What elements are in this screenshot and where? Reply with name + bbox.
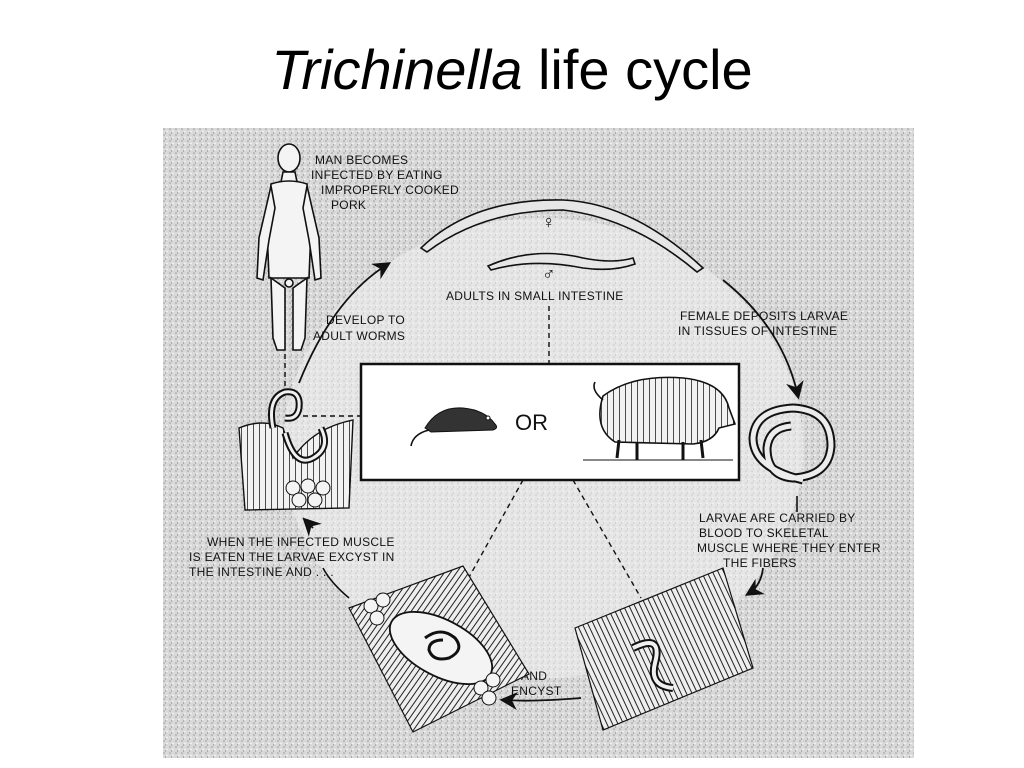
- svg-text:IN TISSUES OF INTESTINE: IN TISSUES OF INTESTINE: [678, 324, 837, 338]
- svg-text:DEVELOP TO: DEVELOP TO: [326, 313, 405, 327]
- svg-text:ADULT WORMS: ADULT WORMS: [313, 329, 405, 343]
- develop-label: DEVELOP TO ADULT WORMS: [313, 313, 405, 343]
- male-symbol: ♂: [542, 264, 556, 284]
- svg-text:PORK: PORK: [331, 198, 366, 212]
- cycle-arrow-bottom-left: [322, 567, 350, 599]
- svg-text:IS EATEN THE LARVAE EXCYST IN: IS EATEN THE LARVAE EXCYST IN: [189, 550, 395, 564]
- dashed-connectors: [284, 306, 642, 599]
- svg-text:LARVAE ARE CARRIED BY: LARVAE ARE CARRIED BY: [699, 511, 856, 525]
- svg-text:WHEN THE INFECTED MUSCLE: WHEN THE INFECTED MUSCLE: [207, 535, 395, 549]
- to-muscle-arrow: [744, 567, 765, 596]
- life-cycle-diagram: MAN BECOMES INFECTED BY EATING IMPROPERL…: [163, 128, 914, 758]
- female-deposits-arrow: [722, 279, 804, 400]
- svg-text:THE FIBERS: THE FIBERS: [723, 556, 797, 570]
- svg-text:FEMALE DEPOSITS LARVAE: FEMALE DEPOSITS LARVAE: [680, 309, 848, 323]
- svg-text:ENCYST: ENCYST: [511, 684, 562, 698]
- slide-title-italic: Trichinella: [271, 38, 523, 101]
- or-label: OR: [515, 410, 548, 435]
- adult-worms: ♀ ♂: [419, 199, 705, 284]
- man-label: MAN BECOMES INFECTED BY EATING IMPROPERL…: [311, 153, 459, 212]
- coiled-larva: [748, 403, 836, 485]
- pig-icon: [583, 376, 737, 461]
- adults-label: ADULTS IN SMALL INTESTINE: [446, 289, 624, 303]
- svg-text:IMPROPERLY COOKED: IMPROPERLY COOKED: [321, 183, 459, 197]
- develop-arrow: [298, 262, 392, 384]
- encyst-arrow: [499, 691, 582, 710]
- svg-text:MUSCLE WHERE THEY ENTER: MUSCLE WHERE THEY ENTER: [697, 541, 881, 555]
- infected-muscle-label: WHEN THE INFECTED MUSCLE IS EATEN THE LA…: [189, 535, 395, 579]
- svg-text:INFECTED BY EATING: INFECTED BY EATING: [311, 168, 443, 182]
- svg-text:BLOOD TO SKELETAL: BLOOD TO SKELETAL: [699, 526, 829, 540]
- man-figure: [256, 143, 322, 351]
- rat-icon: [410, 407, 498, 447]
- to-intestine-arrow: [302, 517, 322, 537]
- intestine-tissue-with-larva: [238, 388, 354, 511]
- muscle-fibers-with-larva: [574, 567, 754, 731]
- encysted-larva-in-muscle: [348, 565, 530, 733]
- female-worm: [419, 199, 705, 273]
- slide-title-rest: life cycle: [537, 38, 753, 101]
- female-deposits-label: FEMALE DEPOSITS LARVAE IN TISSUES OF INT…: [678, 309, 848, 338]
- svg-text:MAN BECOMES: MAN BECOMES: [315, 153, 408, 167]
- larvae-carried-label: LARVAE ARE CARRIED BY BLOOD TO SKELETAL …: [697, 511, 881, 570]
- female-symbol: ♀: [542, 212, 556, 232]
- svg-text:THE INTESTINE AND . . .: THE INTESTINE AND . . .: [189, 565, 334, 579]
- slide-title: Trichinella life cycle: [0, 42, 1024, 98]
- male-worm: [486, 252, 637, 271]
